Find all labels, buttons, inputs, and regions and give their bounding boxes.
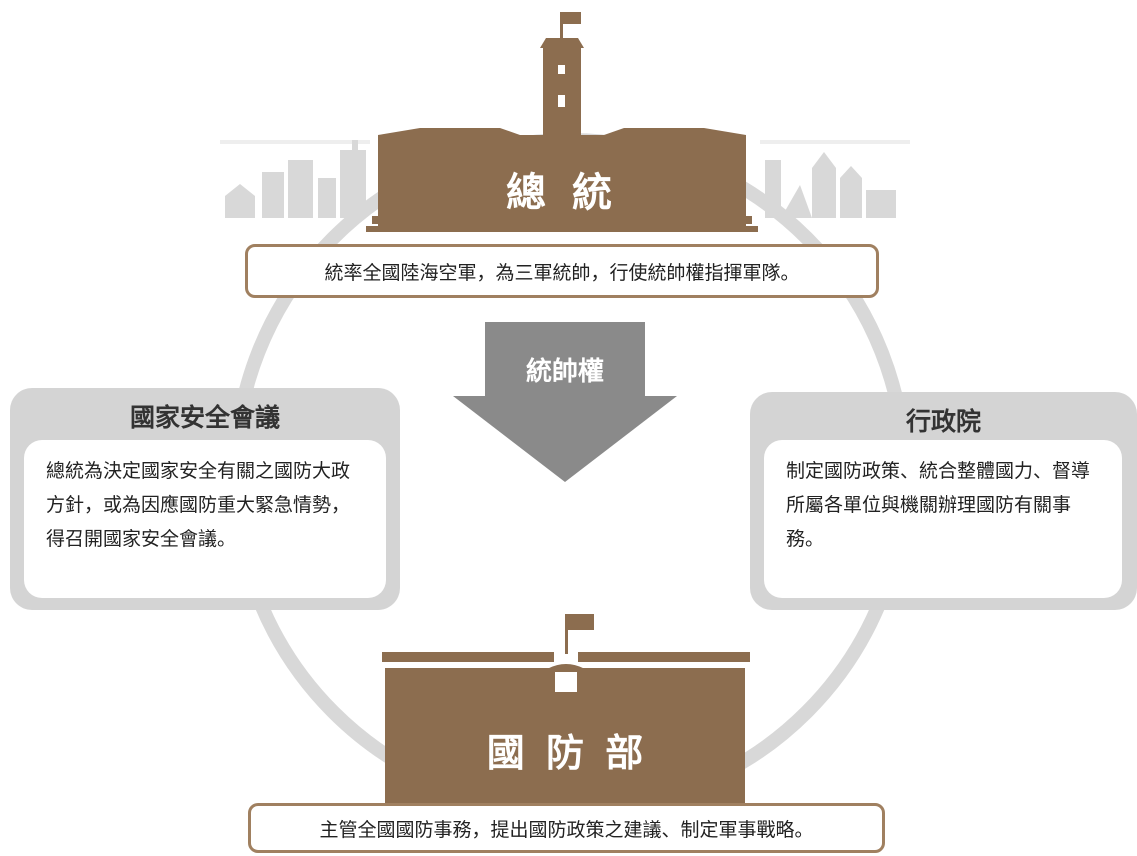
- executive-yuan-title: 行政院: [905, 407, 981, 436]
- president-description: 統率全國陸海空軍，為三軍統帥，行使統帥權指揮軍隊。: [245, 244, 879, 298]
- skyline-right-icon: [760, 140, 910, 218]
- command-authority-label: 統帥權: [525, 357, 604, 387]
- president-title: 總 統: [506, 170, 618, 216]
- mnd-building: [370, 614, 762, 826]
- executive-yuan-description: 制定國防政策、統合整體國力、督導所屬各單位與機關辦理國防有關事務。: [764, 440, 1122, 598]
- tower-window: [558, 95, 565, 107]
- nsc-title: 國家安全會議: [129, 403, 280, 432]
- command-arrow: [453, 322, 677, 482]
- nsc-panel: 國家安全會議 總統為決定國家安全有關之國防大政方針，或為因應國防重大緊急情勢，得…: [10, 388, 400, 610]
- tower-window: [558, 65, 565, 74]
- skyline-left-icon: [220, 140, 370, 218]
- nsc-description: 總統為決定國家安全有關之國防大政方針，或為因應國防重大緊急情勢，得召開國家安全會…: [24, 440, 386, 598]
- mnd-door: [555, 672, 577, 692]
- mnd-description: 主管全國國防事務，提出國防政策之建議、制定軍事戰略。: [248, 803, 885, 853]
- executive-yuan-panel: 行政院 制定國防政策、統合整體國力、督導所屬各單位與機關辦理國防有關事務。: [750, 392, 1137, 610]
- mnd-title: 國 防 部: [486, 731, 648, 775]
- presidential-office-building: [366, 12, 758, 232]
